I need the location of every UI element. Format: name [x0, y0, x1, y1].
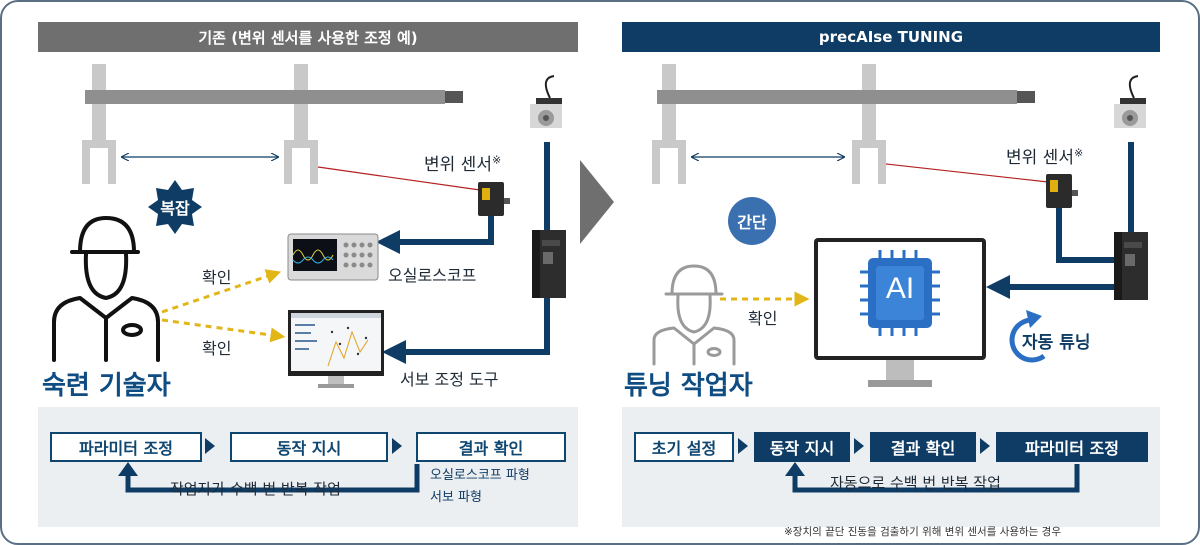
tuning-operator-icon [652, 264, 736, 366]
check-servo-tool-label: 확인 [202, 339, 232, 358]
right-sensor-label: 변위 센서※ [1006, 146, 1084, 168]
right-step-result-check: 결과 확인 [870, 432, 976, 462]
right-servo-motor-icon [1114, 75, 1146, 128]
left-step-motion-command: 동작 지시 [230, 432, 388, 462]
left-loop-text: 작업자가 수백 번 반복 작업 [170, 480, 341, 498]
footnote: ※장치의 끝단 진동을 검출하기 위해 변위 센서를 사용하는 경우 [784, 526, 1061, 538]
ai-label: AI [885, 272, 915, 305]
right-flow-panel [622, 407, 1160, 527]
left-step-parameter-adjust: 파라미터 조정 [50, 432, 202, 462]
simple-badge: 간단 [737, 213, 767, 232]
check-oscilloscope-label: 확인 [202, 268, 232, 287]
right-loop-text: 자동으로 수백 번 반복 작업 [830, 474, 1001, 492]
auto-tuning-cycle-icon [1009, 310, 1046, 363]
left-displacement-sensor-icon [478, 182, 510, 216]
right-displacement-sensor-icon [1046, 174, 1078, 208]
right-step-motion-command: 동작 지시 [754, 432, 850, 462]
tuning-operator-label: 튜닝 작업자 [624, 371, 753, 401]
right-sensor-footnote-mark: ※ [1073, 146, 1084, 160]
auto-tuning-label: 자동 튜닝 [1022, 333, 1091, 353]
left-gantry [82, 64, 481, 191]
oscilloscope-icon [287, 233, 379, 281]
left-servo-motor-icon [530, 75, 562, 128]
check-ai-label: 확인 [748, 309, 778, 328]
servo-tool-monitor-icon [288, 310, 384, 388]
complex-badge-shape [148, 180, 202, 234]
complex-badge: 복잡 [160, 199, 190, 218]
right-step-initial-setup: 초기 설정 [634, 432, 734, 462]
result-note-servo: 서보 파형 [430, 490, 482, 505]
right-gantry [652, 64, 1049, 184]
skilled-technician-label: 숙련 기술자 [42, 371, 171, 401]
transition-chevron [580, 160, 614, 244]
left-header: 기존 (변위 센서를 사용한 조정 예) [38, 22, 578, 52]
left-step-result-check: 결과 확인 [416, 432, 566, 462]
left-sensor-footnote-mark: ※ [491, 153, 502, 167]
left-sensor-label: 변위 센서※ [424, 153, 502, 175]
servo-tool-label: 서보 조정 도구 [400, 370, 499, 389]
skilled-technician-icon [52, 216, 160, 362]
result-note-oscilloscope: 오실로스코프 파형 [430, 468, 530, 483]
oscilloscope-label: 오실로스코프 [388, 266, 477, 285]
ai-chip-icon [860, 250, 940, 336]
right-step-parameter-adjust: 파라미터 조정 [996, 432, 1148, 462]
left-servo-drive-icon [532, 230, 566, 298]
right-servo-drive-icon [1114, 232, 1148, 300]
simple-badge-shape [728, 197, 776, 245]
right-header: precAIse TUNING [622, 22, 1160, 52]
